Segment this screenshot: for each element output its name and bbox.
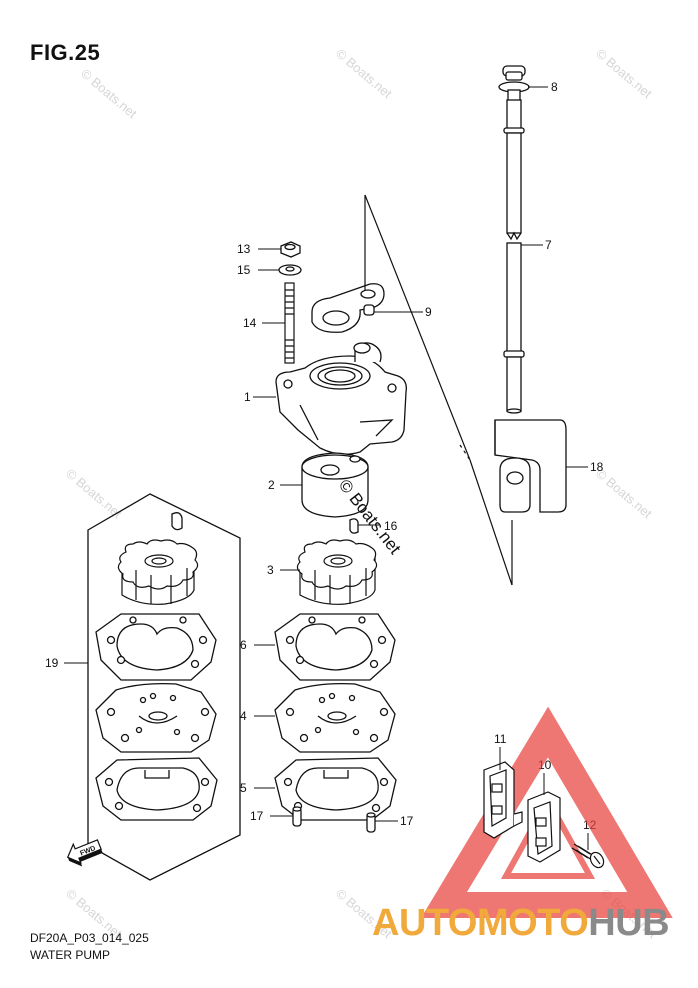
- callout-2: 2: [268, 478, 275, 492]
- part-2-pump-liner[interactable]: [301, 452, 369, 518]
- callout-14: 14: [243, 316, 257, 330]
- callout-1: 1: [244, 390, 251, 404]
- part-17-dowel-pins[interactable]: [292, 806, 376, 833]
- figure-title: FIG.25: [30, 40, 101, 65]
- callout-17: 17: [250, 809, 264, 823]
- callout-17: 17: [400, 814, 414, 828]
- part-13-nut[interactable]: [280, 241, 301, 258]
- part-15-washer[interactable]: [278, 264, 302, 276]
- callout-19: 19: [45, 656, 59, 670]
- watermark-text: © Boats.net: [63, 466, 125, 522]
- callout-5: 5: [240, 781, 247, 795]
- callout-labels: 8 7 9 13 15 14 1 2 16 3 6 4 5 17 17 18 1…: [45, 80, 604, 832]
- kit-gasket-lower[interactable]: [95, 757, 218, 821]
- watermark-text: © Boats.net: [78, 66, 140, 122]
- logo-text-automoto: AUTOMOTO: [372, 902, 589, 944]
- leader-lines-small-parts: [499, 747, 589, 850]
- kit-plate[interactable]: [95, 682, 217, 753]
- part-11-clip[interactable]: [483, 761, 523, 839]
- part-5-gasket[interactable]: [274, 757, 397, 821]
- logo-text-hub: HUB: [588, 902, 670, 944]
- watermark-text: © Boats.net: [593, 46, 655, 102]
- assembly-lines: [364, 194, 513, 586]
- callout-18: 18: [590, 460, 604, 474]
- watermark-text: © Boats.net: [333, 46, 395, 102]
- callout-7: 7: [545, 238, 552, 252]
- figure-name: WATER PUMP: [30, 948, 110, 962]
- automotohub-logo-text: AUTOMOTOHUB: [372, 902, 670, 945]
- part-14-stud-bolt[interactable]: [284, 282, 295, 364]
- callout-16: 16: [384, 519, 398, 533]
- part-6-gasket[interactable]: [274, 613, 396, 681]
- part-8-grommet[interactable]: [498, 65, 530, 103]
- figure-code: DF20A_P03_014_025: [30, 931, 149, 945]
- kit-gasket-upper[interactable]: [95, 613, 217, 681]
- part-18-seal[interactable]: [494, 419, 567, 513]
- part-3-impeller[interactable]: [296, 539, 378, 605]
- callout-15: 15: [237, 263, 251, 277]
- callout-3: 3: [267, 563, 274, 577]
- callout-9: 9: [425, 305, 432, 319]
- part-1-pump-case[interactable]: [275, 342, 407, 455]
- fwd-arrow-icon: FWD: [66, 839, 103, 867]
- callout-4: 4: [240, 709, 247, 723]
- part-4-plate[interactable]: [274, 682, 396, 753]
- kit-impeller[interactable]: [117, 539, 199, 605]
- callout-11: 11: [494, 732, 507, 746]
- callout-8: 8: [551, 80, 558, 94]
- part-9-cam-lever[interactable]: [311, 283, 385, 333]
- callout-6: 6: [240, 638, 247, 652]
- part-7-water-tube[interactable]: [503, 99, 525, 414]
- leader-lines: [64, 86, 588, 822]
- part-12-screw[interactable]: [571, 843, 606, 870]
- part-16-key[interactable]: [349, 518, 359, 534]
- watermark-text: © Boats.net: [593, 466, 655, 522]
- callout-13: 13: [237, 242, 251, 256]
- part-10-clip[interactable]: [527, 791, 561, 863]
- kit-key[interactable]: [171, 512, 183, 531]
